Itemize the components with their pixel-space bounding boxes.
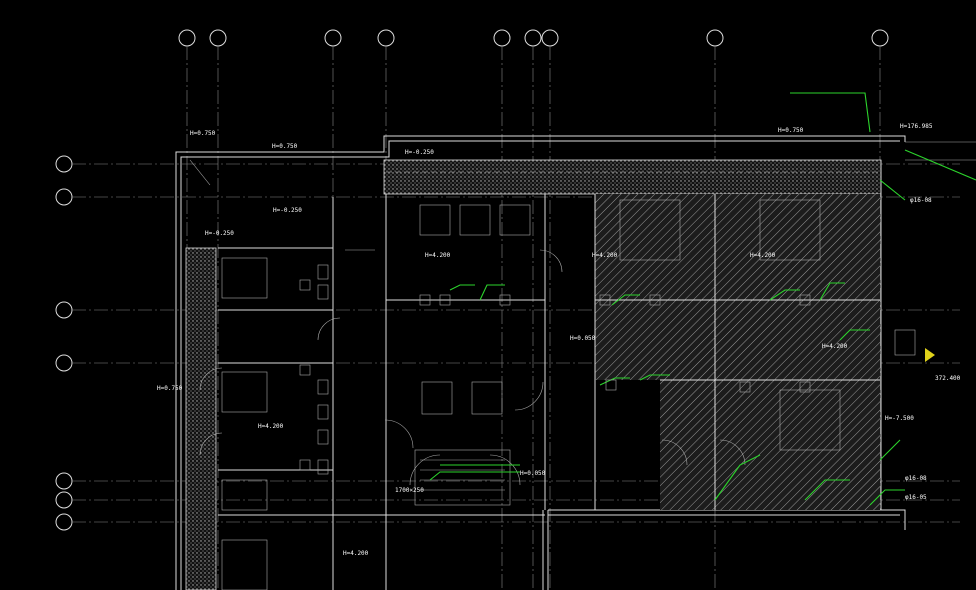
value-label: 372.400	[935, 375, 961, 382]
top-axis-bubbles	[178, 29, 889, 47]
elev-label: H=0.050	[520, 470, 546, 477]
level-label: H=4.200	[258, 423, 284, 430]
elev-label: H=-0.250	[405, 149, 434, 156]
pipe-label: φ16-05	[905, 494, 927, 501]
axis-bubble[interactable]	[377, 29, 395, 47]
level-label: H=4.200	[822, 343, 848, 350]
axis-bubble[interactable]	[524, 29, 542, 47]
level-label: H=4.200	[592, 252, 618, 259]
elev-label: H=0.750	[190, 130, 216, 137]
axis-bubble[interactable]	[55, 155, 73, 173]
axis-bubble[interactable]	[541, 29, 559, 47]
axis-bubble[interactable]	[55, 491, 73, 509]
axis-bubble[interactable]	[55, 472, 73, 490]
left-axis-bubbles	[55, 155, 73, 531]
axis-bubble[interactable]	[178, 29, 196, 47]
elev-label: H=-0.250	[273, 207, 302, 214]
axis-bubble[interactable]	[55, 513, 73, 531]
value-label: H=176.985	[900, 123, 933, 130]
level-label: H=4.200	[425, 252, 451, 259]
hatched-zone	[595, 194, 880, 510]
axis-bubble[interactable]	[55, 301, 73, 319]
axis-bubble[interactable]	[324, 29, 342, 47]
warning-icon	[925, 348, 935, 362]
level-label: H=4.200	[750, 252, 776, 259]
pipe-leaders	[429, 92, 976, 506]
value-label: H=-7.500	[885, 415, 914, 422]
annotations: H=0.750 H=0.750 H=0.750 H=-0.250 H=-0.25…	[157, 123, 961, 557]
fixture-symbols	[299, 264, 935, 475]
axis-bubble[interactable]	[706, 29, 724, 47]
pipe-label: φ16-08	[910, 197, 932, 204]
pipe-label: φ16-08	[905, 475, 927, 482]
bottom-note: H=4.200	[343, 550, 369, 557]
axis-bubble[interactable]	[55, 188, 73, 206]
axis-bubble[interactable]	[493, 29, 511, 47]
exterior-walls	[175, 135, 976, 590]
elev-label: H=0.750	[778, 127, 804, 134]
elev-label: H=0.750	[157, 385, 183, 392]
axis-bubble[interactable]	[209, 29, 227, 47]
axis-bubble[interactable]	[871, 29, 889, 47]
elev-label: H=0.050	[570, 335, 596, 342]
axis-bubble[interactable]	[55, 354, 73, 372]
stair-note: 1700×250	[395, 487, 424, 494]
elev-label: H=0.750	[272, 143, 298, 150]
elev-label: H=-0.250	[205, 230, 234, 237]
